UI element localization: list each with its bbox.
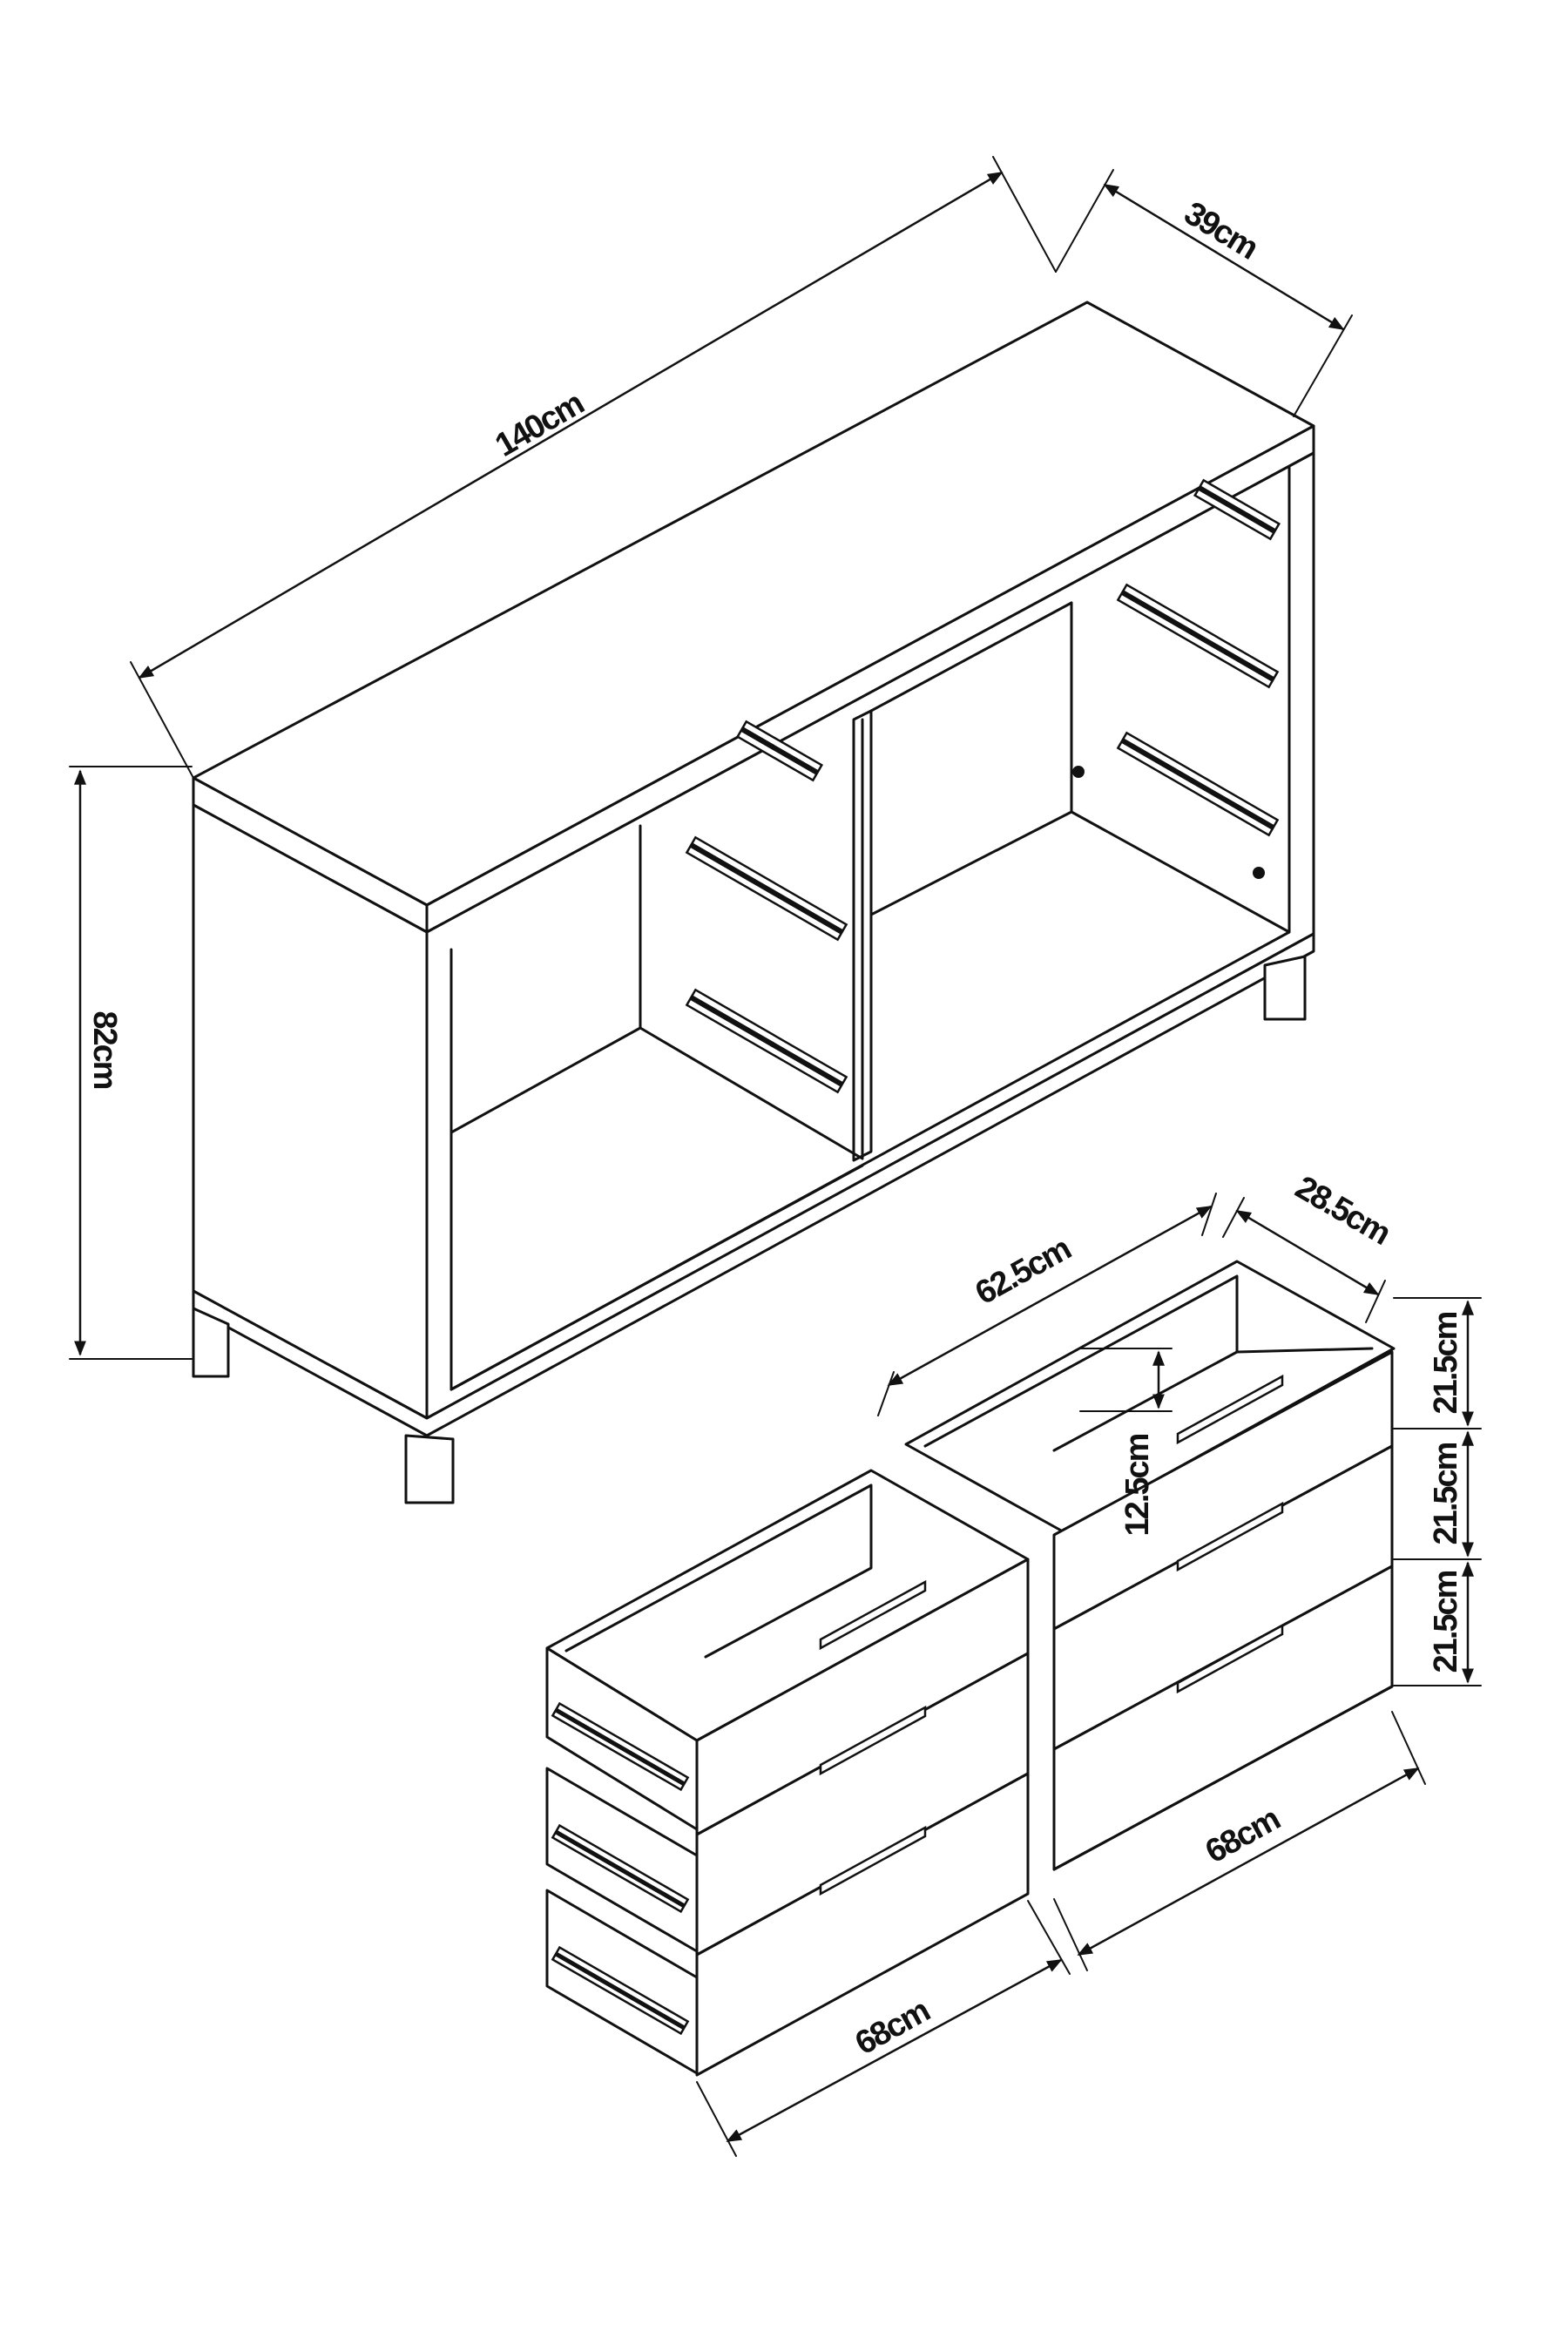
- left-drawer-2-runner: [551, 1823, 690, 1914]
- left-drawer-handle-1: [819, 1579, 927, 1651]
- left-drawer-1-inner: [564, 1484, 873, 1659]
- drawer-runner-left-mid: [685, 835, 848, 942]
- left-drawer-handle-2: [819, 1705, 927, 1776]
- dimension-label-drawer-inner-width: 62.5cm: [970, 1231, 1077, 1313]
- dimension-cabinet-height: 82cm: [69, 766, 193, 1360]
- dimension-label-drawer-bank-right: 68cm: [1200, 1801, 1286, 1870]
- drawer-runner-left-low: [685, 988, 848, 1094]
- right-drawer-handle-1: [1176, 1374, 1284, 1445]
- dimension-label-drawer-front-2: 21.5cm: [1428, 1443, 1464, 1544]
- right-drawer-handle-2: [1176, 1501, 1284, 1572]
- left-compartment-back: [449, 824, 642, 1134]
- dimension-label-drawer-inner-depth: 28.5cm: [1289, 1169, 1396, 1252]
- cabinet-bottom-panel: [449, 930, 1291, 1391]
- left-drawer-handle-3: [819, 1825, 927, 1896]
- dimension-label-drawer-front-3: 21.5cm: [1428, 1571, 1464, 1673]
- cabinet-leg-front-left: [404, 1434, 455, 1504]
- left-drawer-1-runner: [551, 1701, 690, 1792]
- cabinet-leg-front-right: [1263, 955, 1307, 1021]
- drawer-runner-right-top: [1193, 478, 1281, 541]
- drawer-runner-right-mid: [1116, 583, 1280, 689]
- left-compartment-side: [639, 718, 864, 1160]
- shelf-pin-hole-2: [1253, 867, 1265, 879]
- dimension-label-cabinet-height: 82cm: [86, 1010, 123, 1088]
- dimension-label-drawer-front-1: 21.5cm: [1428, 1312, 1464, 1414]
- drawer-runner-right-low: [1116, 731, 1280, 837]
- right-compartment-side: [1070, 465, 1291, 934]
- drawer-runner-left-top: [735, 720, 824, 782]
- cabinet-leg-back-left: [192, 1307, 230, 1378]
- dimension-drawer-inner-height: 12.5cm: [1079, 1348, 1173, 1536]
- dimension-drawer-front-heights: 21.5cm 21.5cm 21.5cm: [1393, 1297, 1482, 1686]
- center-divider: [852, 709, 873, 1162]
- right-drawer-handle-3: [1176, 1623, 1284, 1694]
- dimension-label-drawer-inner-height: 12.5cm: [1119, 1434, 1156, 1536]
- left-drawer-3-runner: [551, 1945, 690, 2036]
- dimension-label-cabinet-width: 140cm: [490, 385, 590, 464]
- drawer-bank-left: [545, 1469, 1030, 2077]
- shelf-pin-hole: [1072, 766, 1085, 778]
- cabinet: [192, 301, 1315, 1504]
